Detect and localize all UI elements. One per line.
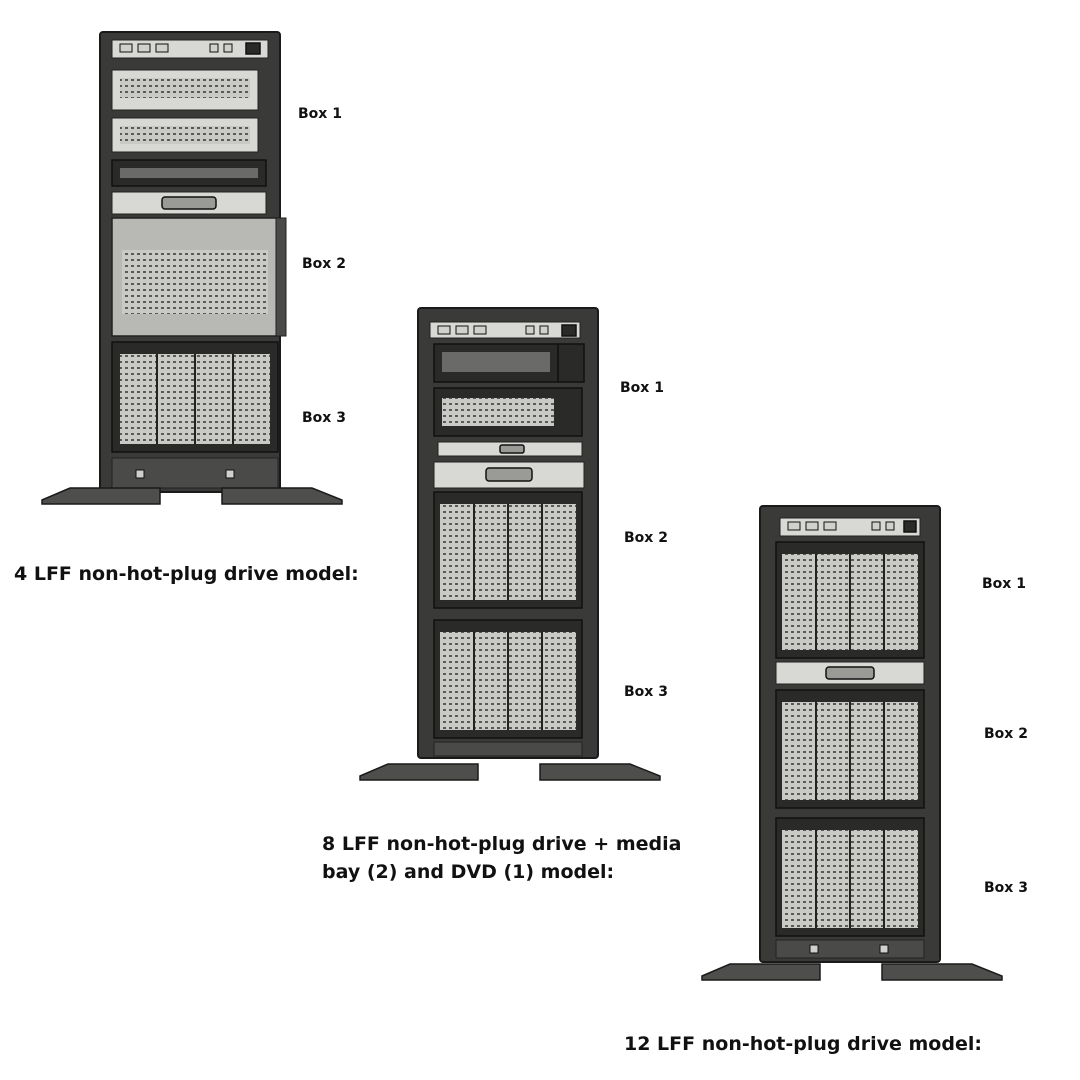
model-caption-12lff: 12 LFF non-hot-plug drive model: — [624, 1030, 982, 1058]
caption-line: 8 LFF non-hot-plug drive + media — [322, 833, 682, 855]
box-2-label: Box 2 — [624, 530, 668, 546]
caption-line: 4 LFF non-hot-plug drive model: — [14, 563, 359, 585]
server-4lff-illustration — [40, 30, 345, 508]
box-3-label: Box 3 — [624, 684, 668, 700]
box-1-label: Box 1 — [298, 106, 342, 122]
model-caption-8lff: 8 LFF non-hot-plug drive + media bay (2)… — [322, 830, 681, 886]
box-1-label: Box 1 — [982, 576, 1026, 592]
box-3-label: Box 3 — [302, 410, 346, 426]
box-1-label: Box 1 — [620, 380, 664, 396]
caption-line: 12 LFF non-hot-plug drive model: — [624, 1033, 982, 1055]
server-8lff-media-illustration — [358, 306, 662, 784]
server-12lff-illustration — [700, 504, 1004, 982]
caption-line: bay (2) and DVD (1) model: — [322, 861, 615, 883]
model-caption-4lff: 4 LFF non-hot-plug drive model: — [14, 560, 359, 588]
box-2-label: Box 2 — [302, 256, 346, 272]
box-2-label: Box 2 — [984, 726, 1028, 742]
box-3-label: Box 3 — [984, 880, 1028, 896]
